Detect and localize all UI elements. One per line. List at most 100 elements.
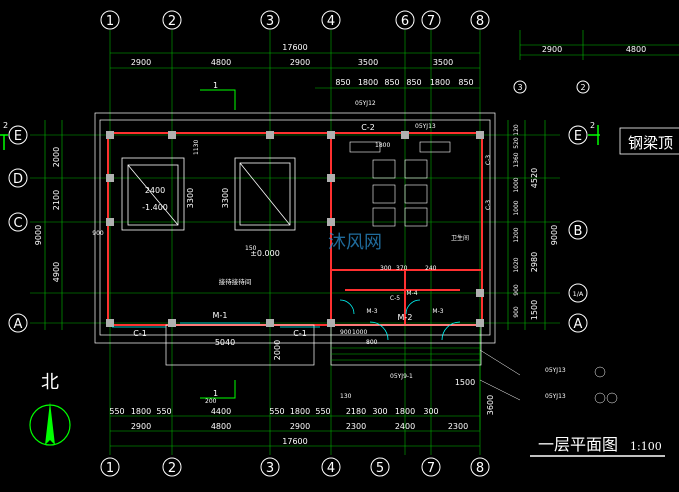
dim-top-sub-4: 3500 <box>433 58 453 67</box>
doors <box>112 299 461 341</box>
dim-bottom-detail-4: 550 <box>269 407 284 416</box>
dim-right-sub-2: 1500 <box>530 300 539 320</box>
ref-top: 05YJ12 <box>355 100 376 107</box>
outline <box>94 112 496 366</box>
door-m4: M-4 <box>406 290 417 297</box>
window-c1-left: C-1 <box>133 329 147 338</box>
toilet-stalls <box>349 141 451 227</box>
dim-right-sub2-7: 900 <box>513 284 520 296</box>
dim-right-sub2-5: 1200 <box>513 227 520 242</box>
dim-top-sub-1: 4800 <box>211 58 231 67</box>
dim-right-sub2-6: 1020 <box>513 257 520 272</box>
grid-col-3-top: 3 <box>266 14 274 29</box>
dim-top-detail-3: 850 <box>406 78 421 87</box>
window-c5: C-5 <box>390 295 400 302</box>
dim-left-total: 9000 <box>34 225 43 245</box>
dim-bottom-sub-1: 4800 <box>211 422 231 431</box>
grid-col-1-top: 1 <box>106 14 114 29</box>
dim-right-ext-1: 3600 <box>486 395 495 415</box>
dim-bottom-detail-8: 300 <box>372 407 387 416</box>
ref-right-1: 05YJ13 <box>545 367 566 374</box>
grid-col-5-bottom: 5 <box>376 461 384 476</box>
door-m3-left: M-3 <box>366 308 377 315</box>
dim-bottom-detail-0: 550 <box>109 407 124 416</box>
num-240: 240 <box>425 265 437 272</box>
dim-left-sub-2: 4900 <box>52 262 61 282</box>
dim-bottom-sub-3: 2300 <box>346 422 366 431</box>
dim-top-detail-4: 1800 <box>430 78 450 87</box>
north-arrow-icon <box>29 402 71 446</box>
section-mark-right-label: 2 <box>590 121 595 130</box>
window-c2: C-2 <box>361 123 375 132</box>
columns <box>106 131 484 327</box>
dim-150: 150 <box>245 245 257 252</box>
dim-top-right-0: 2900 <box>542 45 562 54</box>
grid-col-4-top: 4 <box>327 14 335 29</box>
dim-right-sub2-1: 520 <box>513 137 520 149</box>
stair-depth: 3300 <box>221 188 230 208</box>
num-370: 370 <box>396 265 408 272</box>
ramp <box>331 347 480 361</box>
num-1000: 1000 <box>352 329 367 336</box>
grid-row-a-right: A <box>574 317 583 332</box>
grid-col-7-bottom: 7 <box>427 461 435 476</box>
pit-width: 2400 <box>145 186 165 195</box>
dim-entry-depth: 2000 <box>273 340 282 360</box>
dim-top-sub-0: 2900 <box>131 58 151 67</box>
dim-top-total: 17600 <box>282 43 307 52</box>
side-title-box <box>619 127 679 155</box>
num-900: 900 <box>340 329 352 336</box>
dim-entry-width: 5040 <box>215 338 235 347</box>
dim-bottom-detail-3: 4400 <box>211 407 231 416</box>
dim-bottom-detail-10: 300 <box>423 407 438 416</box>
grid-row-e-right: E <box>574 129 582 144</box>
pit-depth: 3300 <box>186 188 195 208</box>
section-mark-left-label: 2 <box>3 121 8 130</box>
dim-bottom-detail-5: 1800 <box>290 407 310 416</box>
dim-bottom-sub-4: 2400 <box>395 422 415 431</box>
stair-room <box>234 157 296 231</box>
dim-right-sub2-3: 1000 <box>513 177 520 192</box>
grid-col-1-bottom: 1 <box>106 461 114 476</box>
dim-bottom-detail-2: 550 <box>156 407 171 416</box>
dim-left-sub-0: 2000 <box>52 147 61 167</box>
dim-bottom-detail-9: 1800 <box>395 407 415 416</box>
dim-right-sub2-2: 1360 <box>513 152 520 167</box>
door-m2: M-2 <box>398 313 413 322</box>
grid-row-half-right: 1/A <box>573 290 584 298</box>
grid-lines <box>30 30 560 455</box>
level-mark-low: -1.400 <box>142 203 168 212</box>
num-800: 800 <box>366 339 378 346</box>
ref-13: 05YJ13 <box>415 123 436 130</box>
window-c3b: C-3 <box>485 200 492 210</box>
north-label: 北 <box>41 372 59 393</box>
dim-right-sub2-0: 120 <box>513 124 520 136</box>
dim-bottom-total: 17600 <box>282 437 307 446</box>
grid-col-7-top: 7 <box>427 14 435 29</box>
dim-left-sub-1: 2100 <box>52 190 61 210</box>
grid-col-4-bottom: 4 <box>327 461 335 476</box>
dim-200: 200 <box>205 398 217 405</box>
num-300: 300 <box>380 265 392 272</box>
grid-row-a-left: A <box>14 317 23 332</box>
grid-bubbles-top <box>8 10 590 477</box>
dim-bottom-sub-2: 2900 <box>290 422 310 431</box>
dimension-lines <box>44 30 679 447</box>
grid-row-d-left: D <box>13 172 23 187</box>
grid-col-8-bottom: 8 <box>476 461 484 476</box>
dim-top-sub-3: 3500 <box>358 58 378 67</box>
callout-1-bottom: 1 <box>213 389 218 398</box>
dim-130: 130 <box>340 393 352 400</box>
door-m1: M-1 <box>213 311 228 320</box>
dim-bottom-detail-1: 1800 <box>131 407 151 416</box>
dim-top-detail-0: 850 <box>335 78 350 87</box>
grid-row-c-left: C <box>13 216 22 231</box>
ref-right-2: 05YJ13 <box>545 393 566 400</box>
num-1130: 1130 <box>193 140 200 155</box>
watermark: 沐风网 <box>328 232 382 253</box>
dim-top-detail-2: 850 <box>384 78 399 87</box>
window-c1-right: C-1 <box>293 329 307 338</box>
section-mark-left <box>0 134 8 150</box>
dim-bottom-sub-5: 2300 <box>448 422 468 431</box>
